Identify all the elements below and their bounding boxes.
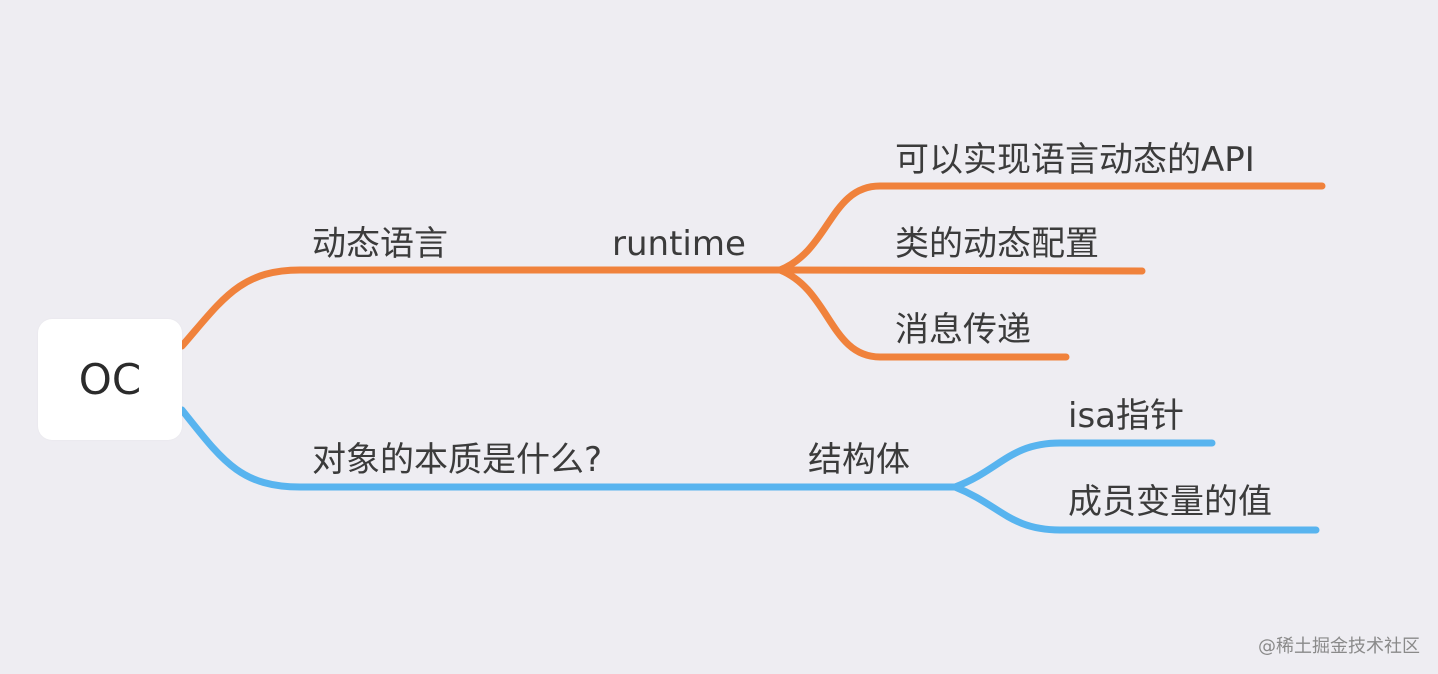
watermark-text: @稀土掘金技术社区 — [1258, 636, 1420, 657]
edge-oc-dynamic — [178, 266, 784, 350]
node-dynamic-api[interactable]: 可以实现语言动态的API — [895, 140, 1255, 180]
node-dynamic-language[interactable]: 动态语言 — [312, 224, 448, 264]
node-object-essence[interactable]: 对象的本质是什么? — [312, 440, 603, 480]
edge-runtime-config — [776, 266, 1146, 275]
edge-runtime-message — [776, 266, 1070, 361]
node-class-config[interactable]: 类的动态配置 — [895, 224, 1099, 264]
edge-struct-ivar — [951, 483, 1320, 534]
node-runtime[interactable]: runtime — [612, 224, 746, 264]
node-message-passing[interactable]: 消息传递 — [895, 310, 1031, 350]
node-struct[interactable]: 结构体 — [808, 440, 910, 480]
root-node-label: OC — [78, 355, 142, 404]
root-node-oc[interactable]: OC — [38, 319, 182, 440]
node-isa-pointer[interactable]: isa指针 — [1068, 396, 1184, 436]
edge-runtime-api — [776, 182, 1326, 274]
edge-struct-isa — [951, 439, 1216, 491]
edge-oc-essence — [178, 406, 959, 491]
node-ivar-values[interactable]: 成员变量的值 — [1068, 482, 1272, 522]
